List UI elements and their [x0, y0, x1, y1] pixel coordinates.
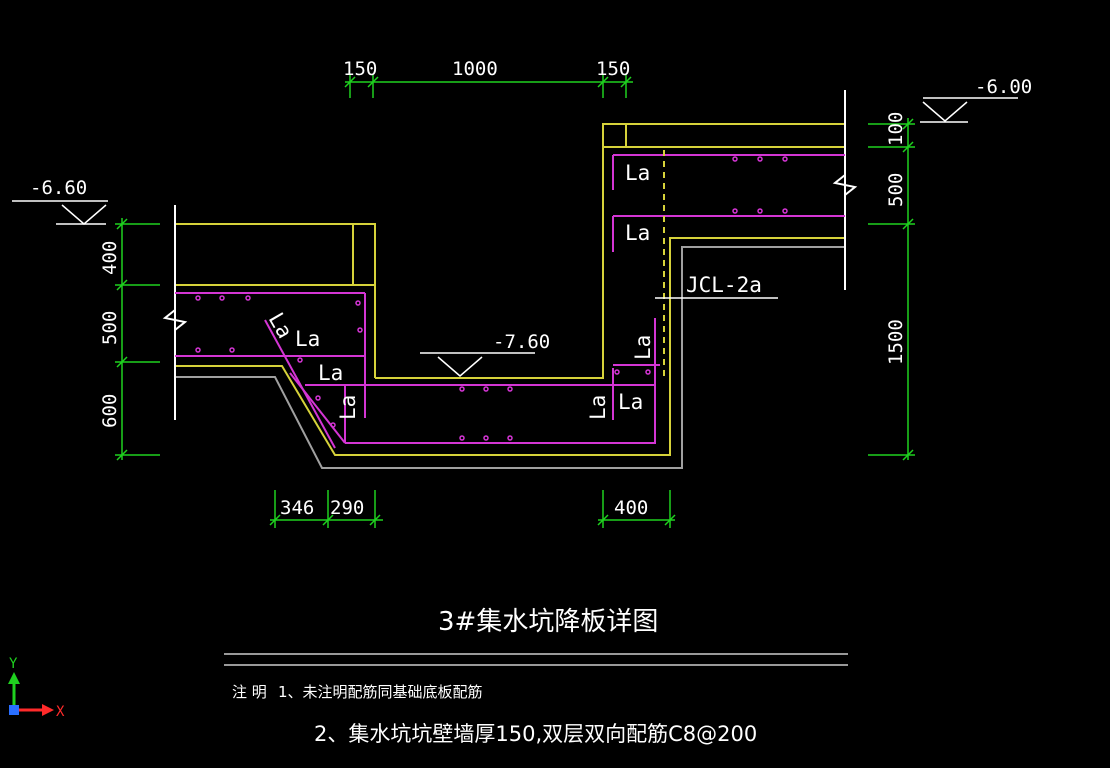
beam-label: JCL-2a — [686, 273, 762, 297]
dim-right-1: 100 — [885, 112, 907, 146]
la-label-rotated: La — [336, 395, 360, 420]
rebar-lines — [175, 154, 845, 449]
ucs-x-label: X — [56, 704, 65, 720]
dim-left-2: 500 — [99, 311, 121, 345]
dim-bottom-1: 346 — [280, 497, 314, 519]
note-line-2: 2、集水坑坑壁墙厚150,双层双向配筋C8@200 — [314, 722, 757, 746]
la-label-rotated: La — [631, 335, 655, 360]
elevation-left: -6.60 — [30, 177, 87, 199]
left-slab-top — [175, 223, 376, 378]
dimension-lines — [115, 75, 915, 528]
concrete-outline — [175, 123, 845, 456]
elevation-pit: -7.60 — [493, 331, 550, 353]
dim-bottom-3: 400 — [614, 497, 648, 519]
la-label: La — [295, 327, 320, 351]
la-label: La — [625, 161, 650, 185]
ucs-icon: Y X — [8, 656, 65, 720]
la-label: La — [618, 390, 643, 414]
dimension-texts: 150 1000 150 400 500 600 100 500 1500 34… — [99, 58, 907, 519]
la-label-rotated: La — [264, 309, 297, 343]
dim-bottom-2: 290 — [330, 497, 364, 519]
la-label: La — [318, 361, 343, 385]
dim-top-2: 1000 — [452, 58, 498, 80]
note-line-1: 1、未注明配筋同基础底板配筋 — [278, 683, 483, 701]
la-label-rotated: La — [586, 395, 610, 420]
dim-right-2: 500 — [885, 173, 907, 207]
dim-left-3: 600 — [99, 394, 121, 428]
pit-inner-outline — [375, 123, 845, 379]
dim-right-3: 1500 — [885, 319, 907, 365]
la-label: La — [625, 221, 650, 245]
section-boundaries — [162, 90, 858, 420]
dim-top-1: 150 — [343, 58, 377, 80]
drawing-title: 3#集水坑降板详图 — [438, 607, 658, 637]
elevation-symbols — [12, 97, 1018, 377]
elevation-right: -6.00 — [975, 76, 1032, 98]
ucs-y-label: Y — [9, 656, 18, 672]
notes-prefix: 注 明 — [232, 683, 267, 701]
dim-top-3: 150 — [596, 58, 630, 80]
soil-line — [175, 246, 845, 469]
anchor-labels: La La La La La La La La La — [264, 161, 655, 420]
rebar-dots — [195, 156, 788, 441]
pit-outer-outline — [175, 237, 845, 456]
dim-left-1: 400 — [99, 241, 121, 275]
